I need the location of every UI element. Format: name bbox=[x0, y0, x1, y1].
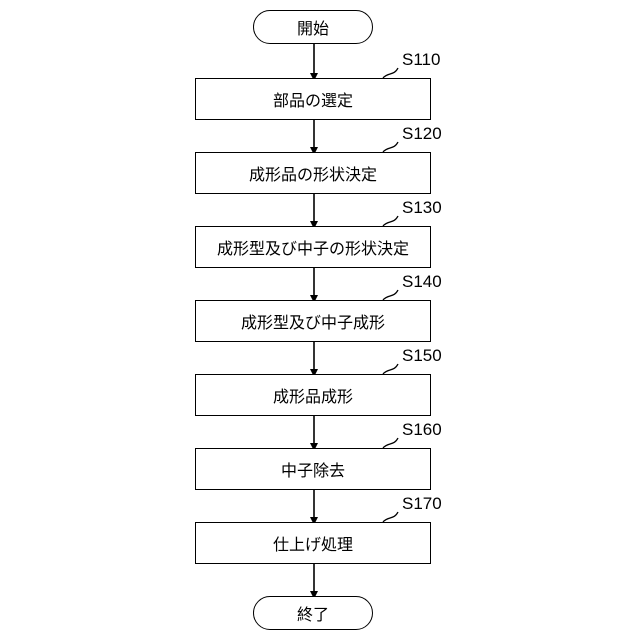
leader-s130 bbox=[383, 216, 398, 226]
step-box-s170: 仕上げ処理 bbox=[195, 522, 431, 564]
step-box-s110: 部品の選定 bbox=[195, 78, 431, 120]
step-id-s140: S140 bbox=[402, 272, 442, 292]
leader-s160 bbox=[383, 438, 398, 448]
step-label-s120: 成形品の形状決定 bbox=[249, 161, 377, 185]
step-id-s130: S130 bbox=[402, 198, 442, 218]
step-box-s120: 成形品の形状決定 bbox=[195, 152, 431, 194]
step-label-s160: 中子除去 bbox=[281, 457, 345, 481]
leader-s140 bbox=[383, 290, 398, 300]
step-id-s110: S110 bbox=[402, 50, 440, 70]
leader-s120 bbox=[383, 142, 398, 152]
start-terminal: 開始 bbox=[253, 10, 373, 44]
step-id-s120: S120 bbox=[402, 124, 442, 144]
step-id-s160: S160 bbox=[402, 420, 442, 440]
step-label-s130: 成形型及び中子の形状決定 bbox=[217, 235, 409, 259]
step-label-s140: 成形型及び中子成形 bbox=[241, 309, 385, 333]
step-box-s160: 中子除去 bbox=[195, 448, 431, 490]
step-label-s170: 仕上げ処理 bbox=[273, 531, 353, 555]
step-box-s150: 成形品成形 bbox=[195, 374, 431, 416]
step-id-s170: S170 bbox=[402, 494, 442, 514]
leader-s110 bbox=[383, 68, 398, 78]
end-label: 終了 bbox=[297, 601, 329, 625]
step-id-s150: S150 bbox=[402, 346, 442, 366]
leader-s150 bbox=[383, 364, 398, 374]
start-label: 開始 bbox=[297, 15, 329, 39]
step-label-s110: 部品の選定 bbox=[273, 87, 353, 111]
end-terminal: 終了 bbox=[253, 596, 373, 630]
step-label-s150: 成形品成形 bbox=[273, 383, 353, 407]
leader-s170 bbox=[383, 512, 398, 522]
step-box-s140: 成形型及び中子成形 bbox=[195, 300, 431, 342]
step-box-s130: 成形型及び中子の形状決定 bbox=[195, 226, 431, 268]
